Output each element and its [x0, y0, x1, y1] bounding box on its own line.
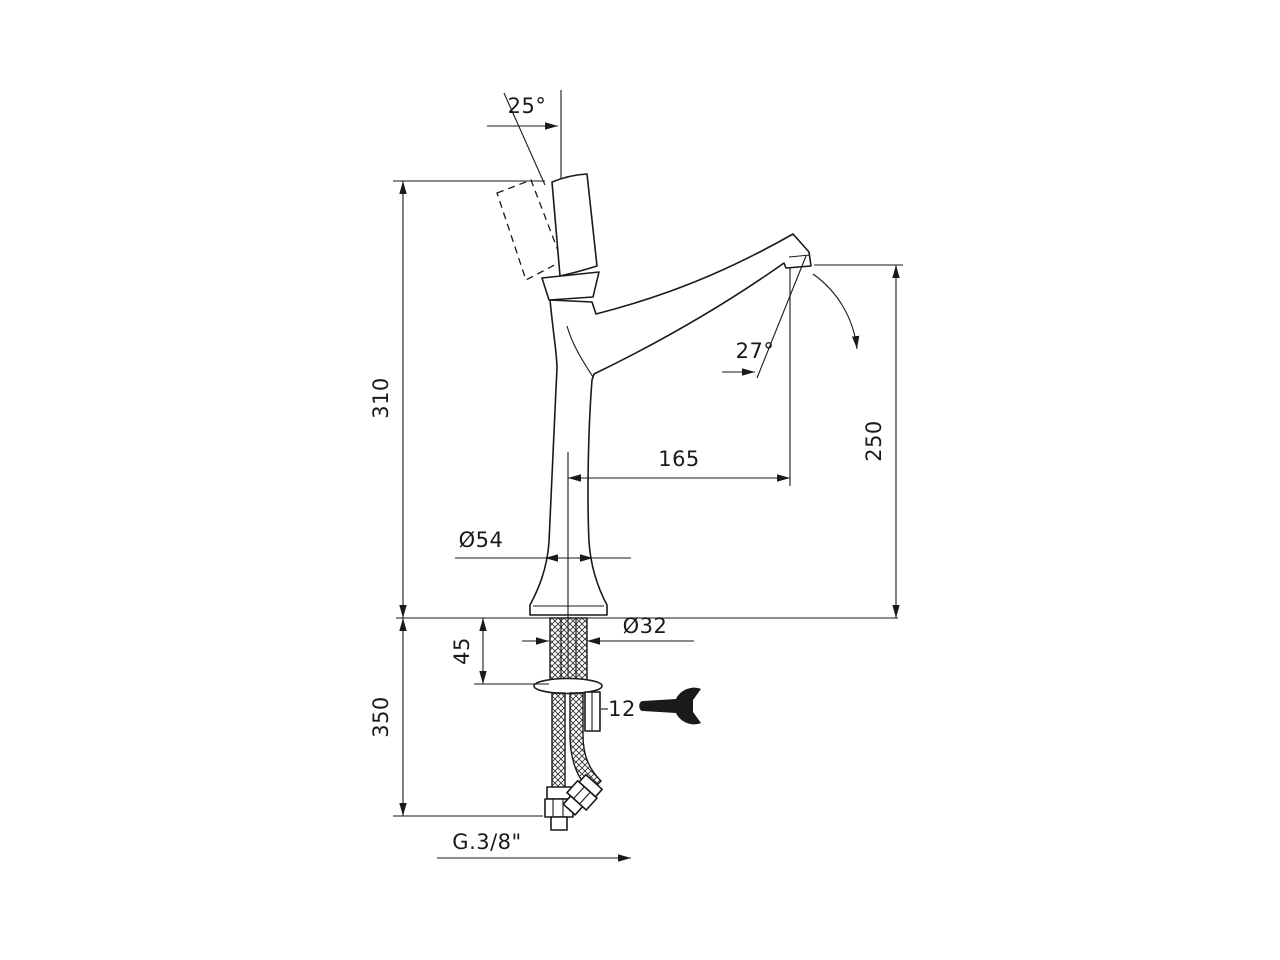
base-diameter-label: Ø54: [459, 528, 504, 552]
body-spout-junction-line: [566, 325, 594, 378]
handle-angle-label: 25°: [508, 94, 547, 118]
dimension-shank-diameter: Ø32: [522, 614, 694, 645]
dimension-hose-length: 350: [369, 618, 543, 817]
dimension-handle-angle: 25°: [487, 90, 562, 186]
faucet-body-and-spout: [529, 233, 812, 616]
spout-angle-label: 27°: [736, 339, 775, 363]
dimension-outlet-height: 250: [814, 264, 903, 618]
spout-reach-label: 165: [658, 447, 700, 471]
wrench-icon: [639, 687, 701, 725]
wrench-size-label: 12: [608, 697, 636, 721]
hose-length-label: 350: [369, 696, 393, 738]
dimension-spout-reach: 165: [568, 268, 791, 486]
fixing-washer: [533, 677, 603, 695]
aerator-line: [788, 254, 811, 258]
handle-collar: [541, 271, 600, 301]
thread-size-label: G.3/8": [452, 830, 521, 854]
dimension-spout-angle: 27°: [722, 255, 860, 379]
hose-end-fitting-right: [562, 773, 603, 816]
hose-end-fitting-left: [544, 786, 574, 831]
handle-lever: [551, 173, 598, 277]
flexible-hose-right: [569, 692, 602, 792]
outlet-height-label: 250: [862, 420, 886, 462]
dimension-total-height: 310: [369, 180, 545, 618]
faucet-outline: [496, 173, 812, 831]
dimension-base-diameter: Ø54: [455, 528, 631, 562]
handle-tilted-dashed-outline: [496, 179, 563, 281]
deck-thickness-label: 45: [450, 637, 474, 665]
shank-diameter-label: Ø32: [623, 614, 668, 638]
dimension-deck-thickness: 45: [450, 618, 549, 685]
flexible-hose-left: [551, 692, 566, 789]
total-height-label: 310: [369, 377, 393, 419]
dimension-thread-size: G.3/8": [437, 830, 631, 862]
dimension-wrench-size: 12: [601, 697, 636, 721]
threaded-shank: [549, 617, 588, 682]
shank-inner-lines: [560, 618, 577, 681]
